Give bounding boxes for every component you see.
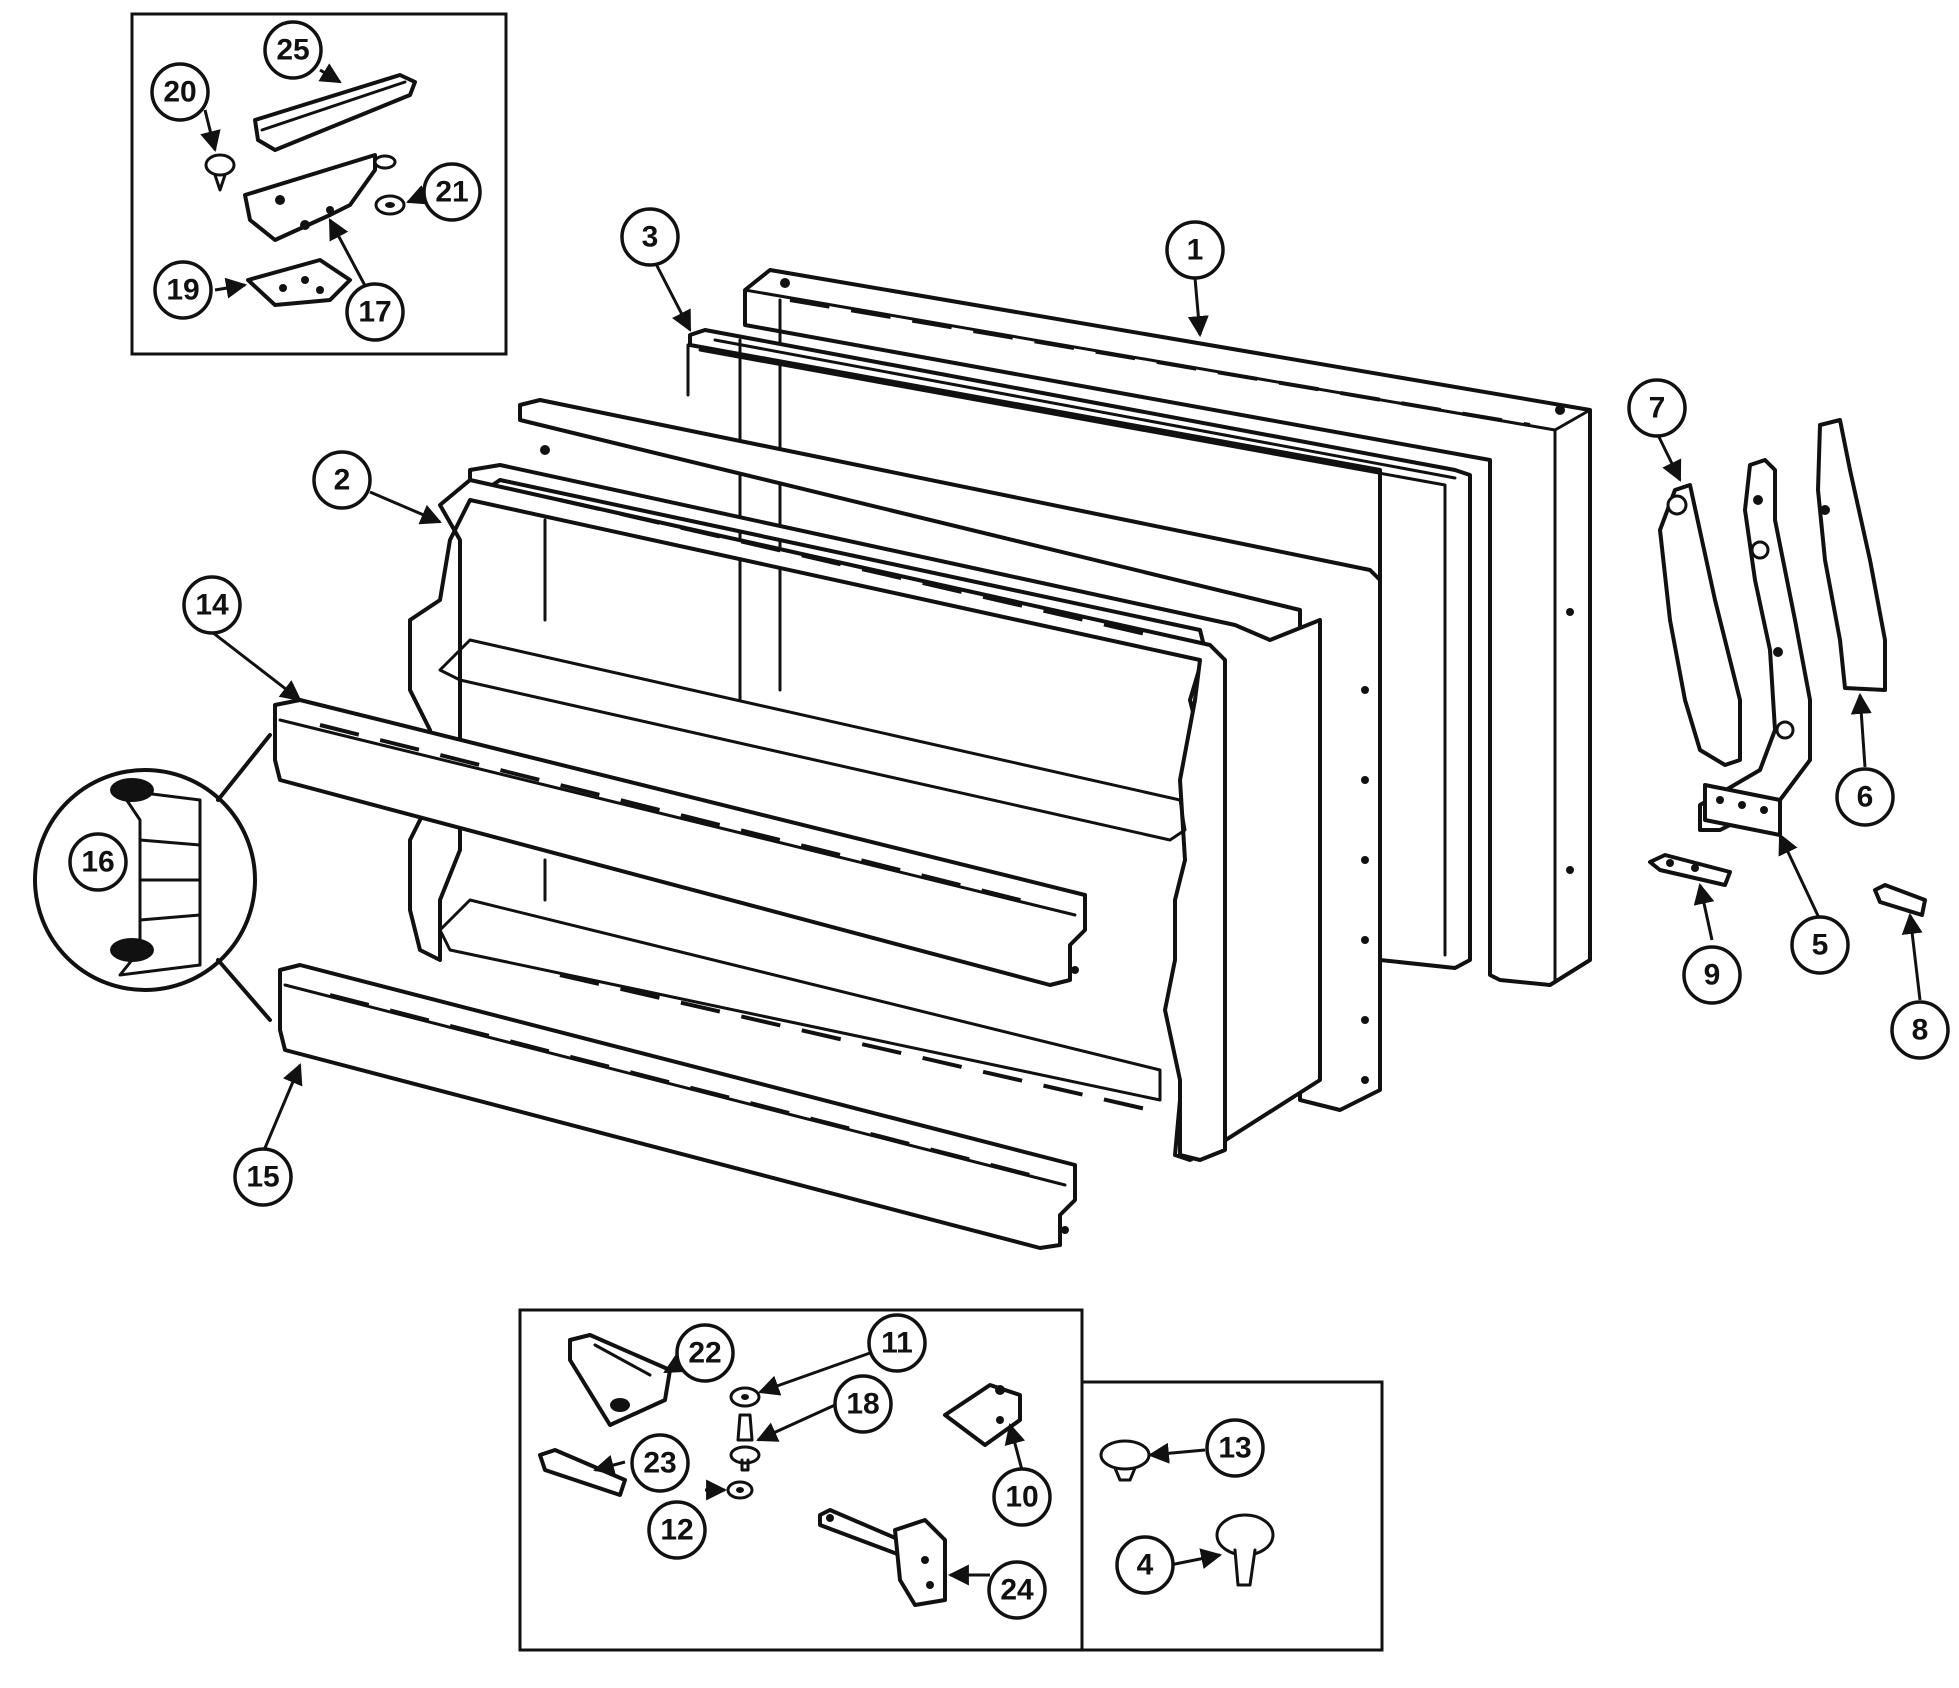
callout-label: 16: [81, 846, 114, 879]
callout-label: 12: [660, 1514, 693, 1547]
callout-label: 7: [1649, 392, 1666, 425]
callout-label: 10: [1005, 1481, 1038, 1514]
inset-box-plugs: [1080, 1380, 1384, 1652]
callout-16: 16: [68, 832, 128, 892]
inset-box-top-hinge: [130, 12, 508, 356]
pivot-pin: [729, 1413, 761, 1472]
callout-4: 4: [1115, 1535, 1175, 1595]
callout-6: 6: [1835, 767, 1895, 827]
callout-label: 24: [1000, 1574, 1034, 1607]
door-outer-panel: [743, 268, 1592, 987]
callout-11: 11: [867, 1313, 927, 1373]
callout-17: 17: [345, 282, 405, 342]
leader-lines: [200, 63, 1923, 1586]
center-hinge: [818, 1508, 947, 1607]
callout-18: 18: [833, 1374, 893, 1434]
callout-label: 11: [881, 1327, 913, 1360]
callout-8: 8: [1890, 1000, 1950, 1060]
door-strip-right: [1816, 418, 1887, 692]
callout-label: 19: [166, 274, 199, 307]
door-clip: [1873, 883, 1927, 917]
washer-lower: [726, 1480, 754, 1500]
top-hinge: [243, 153, 397, 242]
door-stop: [943, 1383, 1022, 1447]
callout-7: 7: [1627, 378, 1687, 438]
callout-label: 23: [643, 1447, 676, 1480]
callout-label: 17: [358, 296, 391, 329]
door-plug: [1215, 1513, 1275, 1587]
upper-shelf-rail: [273, 698, 1087, 987]
callout-2: 2: [312, 450, 372, 510]
callout-15: 15: [233, 1147, 293, 1207]
callout-19: 19: [153, 260, 213, 320]
lower-shelf-rail: [278, 963, 1077, 1250]
callout-10: 10: [992, 1467, 1052, 1527]
callout-label: 18: [846, 1388, 879, 1421]
callout-label: 9: [1704, 959, 1721, 992]
callout-label: 8: [1912, 1014, 1929, 1047]
callout-9: 9: [1682, 945, 1742, 1005]
callout-label: 25: [276, 34, 309, 67]
washer: [729, 1386, 761, 1408]
callout-12: 12: [647, 1500, 707, 1560]
callout-label: 14: [195, 589, 229, 622]
callout-24: 24: [987, 1560, 1047, 1620]
callout-5: 5: [1790, 915, 1850, 975]
callout-13: 13: [1205, 1418, 1265, 1478]
hinge-shim-top: [246, 258, 352, 307]
hinge-screw: [204, 153, 236, 192]
callout-label: 6: [1857, 781, 1874, 814]
hole-plug: [1099, 1439, 1151, 1482]
door-handle-bracket: [568, 1333, 672, 1427]
lower-hinge-bracket: [1698, 458, 1812, 837]
callout-label: 5: [1812, 929, 1829, 962]
door-stop-strip: [538, 1448, 627, 1497]
door-strip-left: [1658, 483, 1742, 767]
hinge-cover: [253, 73, 417, 152]
callout-20: 20: [150, 62, 210, 122]
callout-3: 3: [620, 207, 680, 267]
callout-label: 2: [334, 464, 351, 497]
callout-23: 23: [630, 1433, 690, 1493]
callout-label: 15: [246, 1161, 279, 1194]
hinge-shim: [1648, 853, 1732, 887]
callout-label: 20: [163, 76, 196, 109]
callout-label: 22: [688, 1337, 721, 1370]
door-gasket: [686, 328, 1472, 970]
callout-22: 22: [675, 1323, 735, 1383]
callout-25: 25: [263, 20, 323, 80]
door-liner: [408, 398, 1382, 1162]
hinge-bushing: [374, 194, 406, 216]
callout-label: 1: [1187, 234, 1204, 267]
callout-label: 4: [1137, 1549, 1154, 1582]
callout-label: 21: [435, 176, 468, 209]
callout-label: 3: [642, 221, 659, 254]
callout-21: 21: [422, 162, 482, 222]
callout-label: 13: [1218, 1432, 1251, 1465]
callout-1: 1: [1165, 220, 1225, 280]
callout-14: 14: [182, 575, 242, 635]
rail-end-cap-magnified: [33, 733, 272, 1022]
